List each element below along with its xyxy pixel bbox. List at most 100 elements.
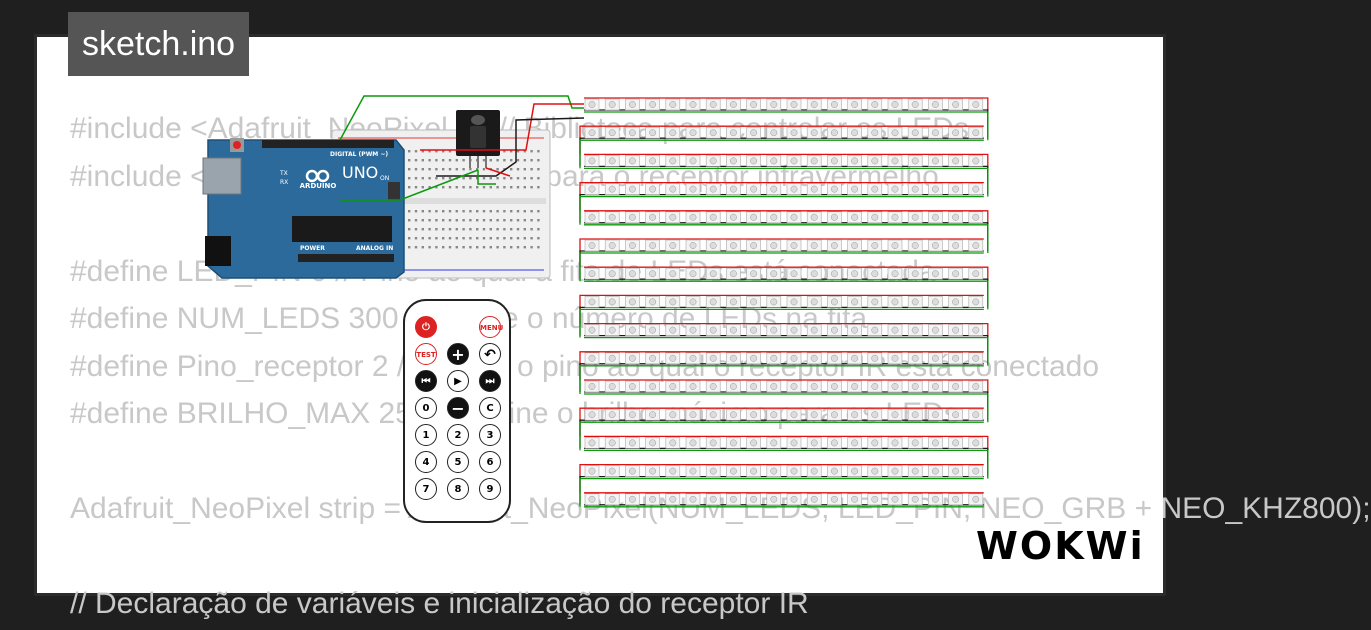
neopixel-led-lens	[588, 101, 596, 108]
neopixel-led-lens	[750, 326, 758, 334]
neopixel-led-lens	[628, 298, 636, 306]
neopixel-led-lens	[911, 270, 919, 278]
neopixel-led-lens	[750, 213, 758, 221]
neopixel-led-lens	[689, 411, 697, 419]
neopixel-led-lens	[709, 411, 717, 419]
file-tab-sketch-ino[interactable]: sketch.ino	[68, 12, 250, 76]
neopixel-led-lens	[891, 439, 899, 447]
neopixel-led-lens	[790, 157, 798, 165]
remote-key-0[interactable]: 0	[415, 397, 437, 419]
neopixel-led-lens	[669, 495, 677, 503]
neopixel-led-lens	[810, 467, 818, 475]
neopixel-led-lens	[689, 270, 697, 278]
neopixel-led-lens	[972, 298, 980, 306]
neopixel-led-lens	[790, 270, 798, 278]
neopixel-led-lens	[790, 213, 798, 221]
neopixel-led-lens	[669, 157, 677, 165]
neopixel-led-lens	[911, 101, 919, 108]
neopixel-led-lens	[628, 157, 636, 165]
neopixel-led-lens	[669, 439, 677, 447]
neopixel-led-lens	[851, 213, 859, 221]
neopixel-led-lens	[770, 411, 778, 419]
neopixel-led-lens	[649, 411, 657, 419]
neopixel-led-lens	[770, 298, 778, 306]
remote-key-plus[interactable]: +	[447, 343, 469, 365]
neopixel-led-lens	[871, 354, 879, 362]
neopixel-led-lens	[729, 129, 737, 137]
neopixel-led-lens	[588, 495, 596, 503]
neopixel-led-lens	[649, 383, 657, 390]
neopixel-led-lens	[689, 467, 697, 475]
remote-key-6[interactable]: 6	[479, 451, 501, 473]
code-line: // Declaração de variáveis e inicializaç…	[70, 587, 809, 620]
neopixel-led-lens	[830, 354, 838, 362]
remote-key-9[interactable]: 9	[479, 478, 501, 500]
remote-key-4[interactable]: 4	[415, 451, 437, 473]
neopixel-led-lens	[709, 326, 717, 334]
neopixel-led-lens	[689, 298, 697, 306]
remote-key-prev[interactable]: ⏮	[415, 370, 437, 392]
remote-key-next[interactable]: ⏭	[479, 370, 501, 392]
neopixel-led-lens	[871, 185, 879, 193]
neopixel-led-matrix[interactable]	[579, 97, 989, 508]
led-wire	[579, 477, 984, 507]
digital-label: DIGITAL (PWM ~)	[330, 151, 388, 158]
neopixel-led-lens	[689, 157, 697, 165]
neopixel-led-lens	[972, 242, 980, 249]
neopixel-led-lens	[770, 242, 778, 249]
neopixel-led-lens	[669, 270, 677, 278]
remote-key-2[interactable]: 2	[447, 424, 469, 446]
neopixel-led-lens	[790, 185, 798, 193]
neopixel-led-lens	[588, 298, 596, 306]
neopixel-led-lens	[810, 439, 818, 447]
remote-key-8[interactable]: 8	[447, 478, 469, 500]
neopixel-led-lens	[851, 411, 859, 419]
neopixel-led-lens	[689, 185, 697, 193]
remote-key-minus[interactable]: −	[447, 397, 469, 419]
neopixel-led-lens	[608, 354, 616, 362]
remote-key-7[interactable]: 7	[415, 478, 437, 500]
neopixel-led-lens	[750, 129, 758, 137]
remote-key-power[interactable]: ⏻	[415, 316, 437, 338]
neopixel-led-lens	[871, 157, 879, 165]
neopixel-led-lens	[830, 298, 838, 306]
remote-key-c[interactable]: C	[479, 397, 501, 419]
neopixel-led-lens	[790, 411, 798, 419]
neopixel-led-lens	[608, 270, 616, 278]
neopixel-led-lens	[911, 383, 919, 390]
arduino-uno-board[interactable]: ARDUINO UNO DIGITAL (PWM ~) POWER ANALOG…	[202, 138, 405, 279]
ir-receiver-module[interactable]	[456, 110, 500, 168]
neopixel-led-lens	[911, 439, 919, 447]
neopixel-led-lens	[830, 467, 838, 475]
reset-button[interactable]	[233, 141, 241, 149]
neopixel-led-lens	[608, 439, 616, 447]
neopixel-led-lens	[931, 242, 939, 249]
neopixel-led-lens	[911, 129, 919, 137]
neopixel-led-lens	[851, 101, 859, 108]
neopixel-led-lens	[830, 213, 838, 221]
neopixel-led-lens	[608, 495, 616, 503]
neopixel-led-lens	[871, 439, 879, 447]
neopixel-led-lens	[588, 242, 596, 249]
remote-key-1[interactable]: 1	[415, 424, 437, 446]
neopixel-led-lens	[952, 242, 960, 249]
neopixel-led-lens	[790, 326, 798, 334]
neopixel-led-lens	[709, 467, 717, 475]
neopixel-led-lens	[729, 383, 737, 390]
neopixel-led-lens	[709, 354, 717, 362]
remote-key-menu[interactable]: MENU	[479, 316, 503, 338]
neopixel-led-lens	[790, 439, 798, 447]
neopixel-led-lens	[750, 439, 758, 447]
remote-key-play[interactable]: ▶	[447, 370, 469, 392]
neopixel-led-lens	[628, 326, 636, 334]
remote-key-test[interactable]: TEST	[415, 343, 437, 365]
remote-key-3[interactable]: 3	[479, 424, 501, 446]
neopixel-led-lens	[608, 298, 616, 306]
neopixel-led-lens	[972, 101, 980, 108]
remote-key-back[interactable]: ↶	[479, 343, 501, 365]
neopixel-led-lens	[729, 242, 737, 249]
led-wire	[584, 167, 989, 197]
remote-key-5[interactable]: 5	[447, 451, 469, 473]
neopixel-led-lens	[750, 411, 758, 419]
neopixel-led-lens	[689, 101, 697, 108]
